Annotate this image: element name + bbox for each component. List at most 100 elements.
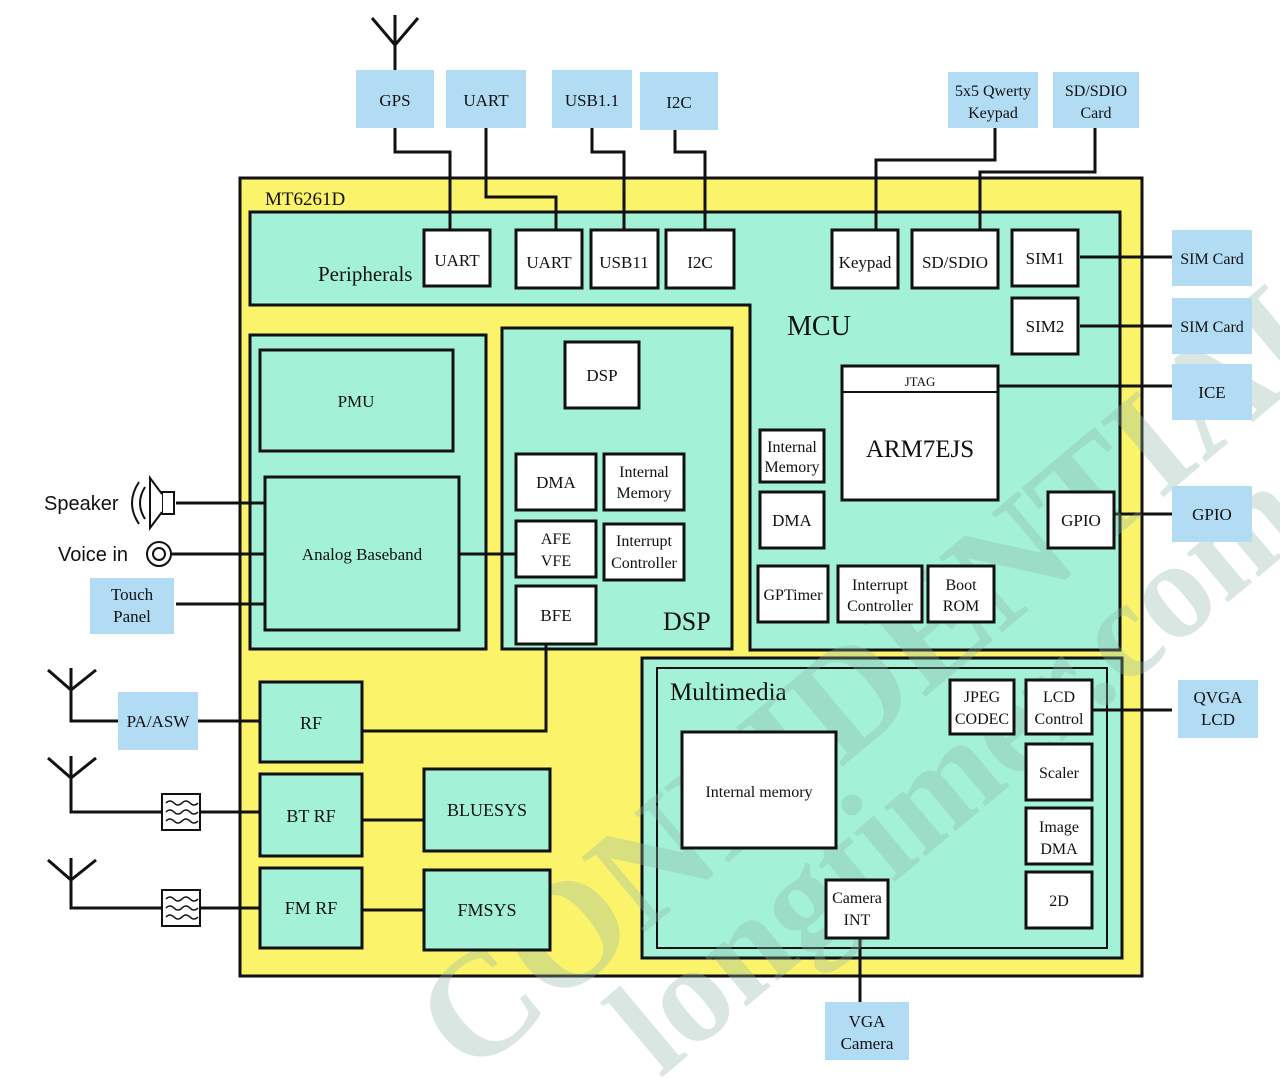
i2c-block xyxy=(664,228,736,290)
bt-rf-block xyxy=(258,772,364,858)
uart2-block xyxy=(514,228,584,290)
mm-internal-memory-block xyxy=(680,730,838,850)
antenna-icon xyxy=(47,756,97,780)
qvga-lcd-ext-label-2: LCD xyxy=(1201,710,1235,729)
touch-panel-ext-box xyxy=(90,578,174,634)
mcu-internal-memory-label-1: Internal xyxy=(767,439,817,456)
uart1-label: UART xyxy=(434,251,480,270)
filter-icon xyxy=(161,793,201,831)
vga-camera-ext-label-2: Camera xyxy=(841,1034,894,1053)
gpio-ext-box xyxy=(1172,486,1252,542)
dsp-interrupt-controller-label-1: Interrupt xyxy=(616,533,673,550)
afe-vfe-label-2: VFE xyxy=(541,553,571,570)
mcu-label: MCU xyxy=(787,311,851,342)
gps-ext-box xyxy=(356,70,434,128)
sd-card-ext-box xyxy=(1053,72,1139,128)
multimedia-label: Multimedia xyxy=(670,679,787,706)
antenna-icon xyxy=(47,668,97,692)
usb-ext-label: USB1.1 xyxy=(565,91,619,110)
i2c-label: I2C xyxy=(687,253,713,272)
gpio-ext-label: GPIO xyxy=(1192,505,1232,524)
sdsdio-block xyxy=(910,228,1000,290)
mcu-dma-block xyxy=(758,490,826,550)
dsp-internal-memory-label-2: Memory xyxy=(616,485,671,502)
afe-vfe-label-1: AFE xyxy=(541,531,571,548)
rf-block xyxy=(258,680,364,764)
fm-rf-label: FM RF xyxy=(285,898,338,918)
multimedia-region-inner xyxy=(656,667,1108,949)
speaker-icon xyxy=(131,475,175,531)
mm-internal-memory-label: Internal memory xyxy=(705,784,812,801)
filter-icon xyxy=(161,889,201,927)
boot-rom-label-2: ROM xyxy=(943,598,979,615)
gptimer-label: GPTimer xyxy=(764,587,824,604)
chip-name: MT6261D xyxy=(265,189,345,210)
pmu-block xyxy=(258,348,455,453)
antenna-icon xyxy=(47,858,97,882)
qvga-lcd-ext-box xyxy=(1178,680,1258,738)
sim-card-1-ext-label: SIM Card xyxy=(1180,251,1244,268)
touch-panel-ext-label-2: Panel xyxy=(113,607,151,626)
mcu-interrupt-controller-label-1: Interrupt xyxy=(852,577,909,594)
i2c-ext-box xyxy=(640,72,718,130)
touch-panel-ext-label-1: Touch xyxy=(111,585,154,604)
connection-lines xyxy=(69,45,1172,1002)
keypad-ext-label-2: Keypad xyxy=(968,105,1018,122)
mcu-region xyxy=(248,210,1122,652)
sdsdio-label: SD/SDIO xyxy=(922,253,988,272)
sim-card-2-ext-box xyxy=(1172,298,1252,354)
camera-int-label-2: INT xyxy=(844,912,871,929)
analog-baseband-block xyxy=(263,475,461,632)
mcu-dma-label: DMA xyxy=(772,511,812,530)
usb11-label: USB11 xyxy=(599,253,648,272)
dsp-interrupt-controller-label-2: Controller xyxy=(611,555,677,572)
fmsys-label: FMSYS xyxy=(457,900,516,920)
image-dma-label-2: DMA xyxy=(1040,841,1078,858)
lcd-control-label-2: Control xyxy=(1035,711,1084,728)
gpio-block xyxy=(1046,490,1116,550)
vga-camera-ext-box xyxy=(825,1002,909,1060)
antenna-icon xyxy=(370,15,420,46)
arm-core-label: ARM7EJS xyxy=(866,436,974,463)
dsp-dma-label: DMA xyxy=(536,473,576,492)
dsp-core-block xyxy=(563,340,641,410)
vga-camera-ext-label-1: VGA xyxy=(849,1012,887,1031)
keypad-label: Keypad xyxy=(839,253,892,272)
sim-card-1-ext-box xyxy=(1172,230,1252,286)
uart-ext-label: UART xyxy=(463,91,509,110)
dsp-interrupt-controller-block xyxy=(602,522,686,582)
dsp-internal-memory-label-1: Internal xyxy=(619,464,669,481)
gps-ext-label: GPS xyxy=(379,91,410,110)
arm-core-block xyxy=(840,364,1000,502)
pa-asw-ext-label: PA/ASW xyxy=(127,712,191,731)
keypad-ext-label-1: 5x5 Qwerty xyxy=(955,83,1031,100)
bluesys-block xyxy=(422,767,552,853)
lcd-control-block xyxy=(1024,678,1094,736)
analog-baseband-label: Analog Baseband xyxy=(302,545,423,564)
rf-label: RF xyxy=(300,713,322,733)
boot-rom-label-1: Boot xyxy=(945,577,977,594)
fm-rf-block xyxy=(258,866,364,950)
dsp-internal-memory-block xyxy=(602,452,686,512)
mcu-interrupt-controller-block xyxy=(836,564,924,624)
2d-block xyxy=(1024,870,1094,930)
image-dma-block xyxy=(1024,806,1094,866)
voice-in-label: Voice in xyxy=(58,544,128,566)
uart2-label: UART xyxy=(526,253,572,272)
qvga-lcd-ext-label-1: QVGA xyxy=(1193,688,1243,707)
jpeg-codec-block xyxy=(948,678,1016,736)
2d-label: 2D xyxy=(1049,893,1069,910)
image-dma-label-1: Image xyxy=(1039,819,1079,836)
bfe-label: BFE xyxy=(540,606,571,625)
camera-int-block xyxy=(824,878,890,940)
keypad-block xyxy=(830,228,900,290)
dsp-dma-block xyxy=(514,452,598,512)
sim2-block xyxy=(1010,296,1080,356)
jpeg-codec-label-1: JPEG xyxy=(964,689,1001,706)
dsp-core-label: DSP xyxy=(586,366,617,385)
sim-card-2-ext-label: SIM Card xyxy=(1180,319,1244,336)
keypad-ext-box xyxy=(948,72,1038,128)
sd-card-ext-label-2: Card xyxy=(1080,105,1111,122)
camera-int-label-1: Camera xyxy=(832,890,882,907)
